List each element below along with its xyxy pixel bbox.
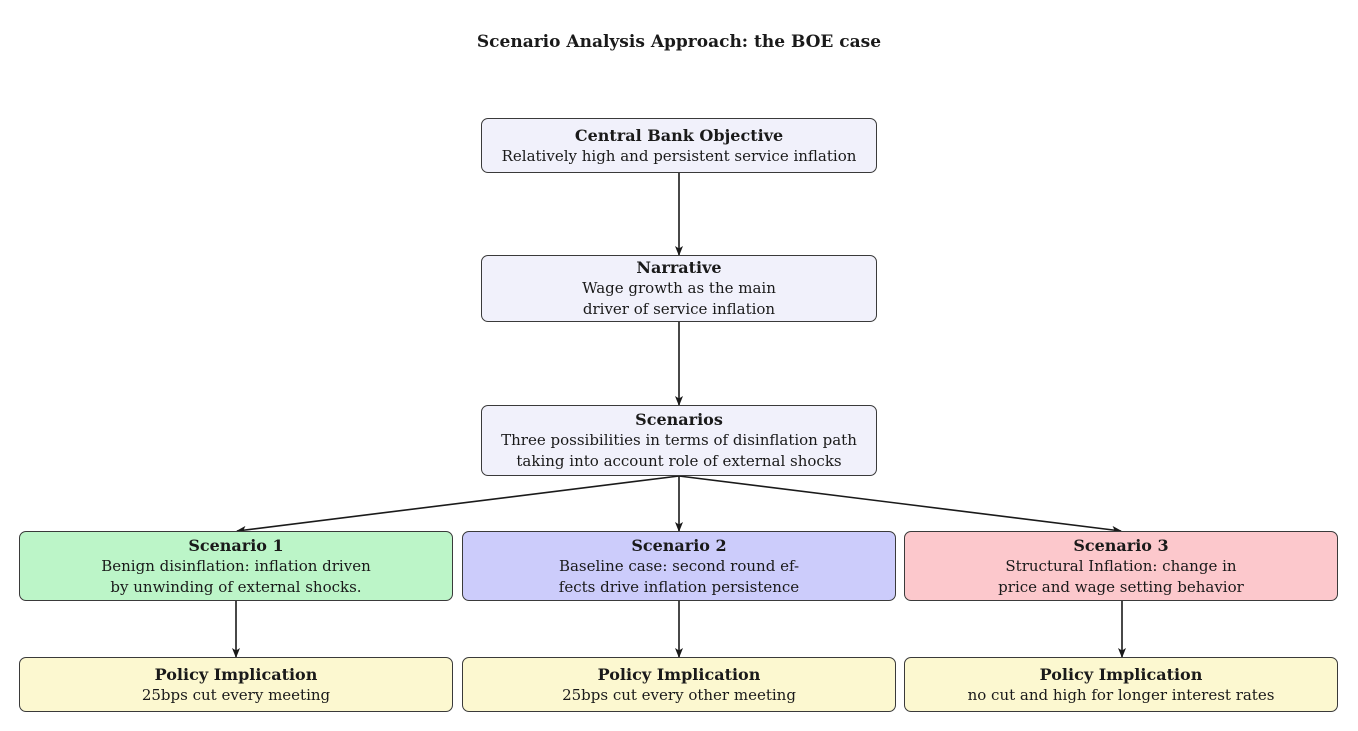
policy-3-heading: Policy Implication (1039, 664, 1203, 684)
scenario-2-node: Scenario 2 Baseline case: second round e… (462, 531, 896, 601)
scenario-2-text: Baseline case: second round ef- fects dr… (558, 556, 800, 596)
narrative-heading: Narrative (636, 258, 722, 277)
objective-node: Central Bank Objective Relatively high a… (481, 118, 877, 173)
policy-3-text: no cut and high for longer interest rate… (967, 685, 1275, 704)
policy-1-node: Policy Implication 25bps cut every meeti… (19, 657, 453, 712)
scenario-3-text: Structural Inflation: change in price an… (998, 556, 1244, 596)
narrative-node: Narrative Wage growth as the main driver… (481, 255, 877, 322)
scenario-3-heading: Scenario 3 (1073, 535, 1169, 555)
arrow-scenarios-to-scenario-3 (678, 475, 1122, 534)
policy-2-text: 25bps cut every other meeting (562, 685, 796, 704)
scenario-3-node: Scenario 3 Structural Inflation: change … (904, 531, 1338, 601)
scenario-1-node: Scenario 1 Benign disinflation: inflatio… (19, 531, 453, 601)
scenarios-node: Scenarios Three possibilities in terms o… (481, 405, 877, 476)
narrative-text: Wage growth as the main driver of servic… (582, 279, 776, 318)
diagram-title: Scenario Analysis Approach: the BOE case (476, 32, 882, 52)
scenario-2-heading: Scenario 2 (631, 535, 727, 555)
scenarios-text: Three possibilities in terms of disinfla… (501, 431, 857, 470)
policy-1-heading: Policy Implication (154, 664, 318, 684)
scenario-1-text: Benign disinflation: inflation driven by… (101, 556, 371, 596)
policy-1-text: 25bps cut every meeting (141, 685, 331, 704)
policy-3-node: Policy Implication no cut and high for l… (904, 657, 1338, 712)
scenarios-heading: Scenarios (635, 410, 723, 429)
arrow-scenarios-to-scenario-1 (236, 475, 680, 534)
policy-2-heading: Policy Implication (597, 664, 761, 684)
scenario-1-heading: Scenario 1 (188, 535, 284, 555)
objective-text: Relatively high and persistent service i… (501, 146, 857, 165)
policy-2-node: Policy Implication 25bps cut every other… (462, 657, 896, 712)
objective-heading: Central Bank Objective (574, 125, 784, 145)
